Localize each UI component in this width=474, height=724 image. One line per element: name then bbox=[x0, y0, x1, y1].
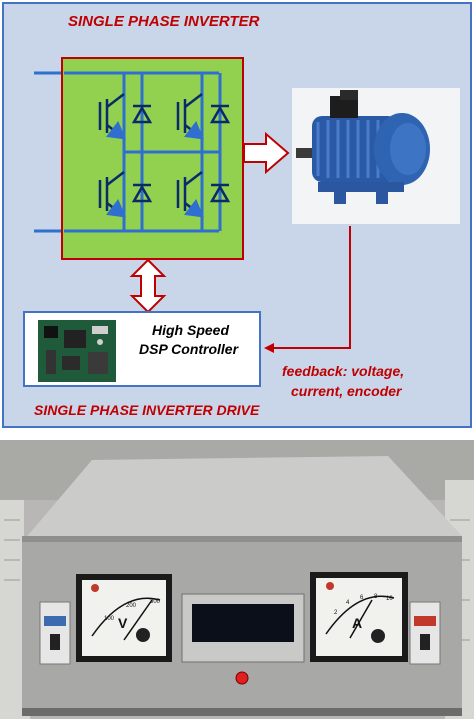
dsp-board-image bbox=[38, 320, 116, 382]
ammeter-tick-2: 2 bbox=[334, 610, 338, 616]
ammeter-tick-10: 10 bbox=[386, 596, 393, 602]
feedback-label-line1: feedback: voltage, bbox=[282, 363, 405, 379]
diagram-title: SINGLE PHASE INVERTER bbox=[68, 13, 260, 30]
ammeter bbox=[310, 572, 408, 662]
left-circuit-breaker bbox=[39, 601, 71, 665]
feedback-line bbox=[272, 226, 351, 349]
control-double-arrow bbox=[129, 258, 167, 314]
output-arrow-to-motor bbox=[243, 131, 290, 175]
diagram-bottom-title: SINGLE PHASE INVERTER DRIVE bbox=[34, 402, 260, 418]
inverter-diagram-panel: SINGLE PHASE INVERTER bbox=[2, 2, 472, 428]
inverter-block bbox=[61, 57, 244, 260]
voltmeter-tick-200: 200 bbox=[126, 603, 137, 609]
ammeter-unit: A bbox=[352, 615, 362, 631]
photo-svg: V 100 200 300 A 2 4 6 8 10 bbox=[0, 440, 474, 719]
voltmeter-tick-100: 100 bbox=[104, 616, 115, 622]
igbt-switch-bottom-left bbox=[98, 171, 126, 218]
inverter-drive-photo: V 100 200 300 A 2 4 6 8 10 bbox=[0, 440, 474, 719]
ammeter-tick-4: 4 bbox=[346, 600, 350, 606]
voltmeter bbox=[76, 574, 172, 662]
diode-top-left bbox=[131, 104, 153, 124]
igbt-switch-top-left bbox=[98, 93, 126, 140]
controller-label-line1: High Speed bbox=[152, 322, 230, 338]
diode-top-right bbox=[209, 104, 231, 124]
feedback-arrowhead bbox=[264, 343, 274, 353]
enclosure-top bbox=[24, 456, 462, 540]
feedback-label-line2: current, encoder bbox=[291, 383, 402, 399]
voltmeter-unit: V bbox=[118, 615, 128, 631]
igbt-switch-top-right bbox=[176, 93, 204, 140]
motor-image bbox=[296, 90, 430, 204]
igbt-switch-bottom-right bbox=[176, 171, 204, 218]
ammeter-tick-8: 8 bbox=[374, 594, 378, 600]
lcd-display bbox=[181, 593, 305, 663]
h-bridge-circuit bbox=[64, 71, 222, 233]
right-circuit-breaker bbox=[409, 601, 441, 665]
diagram-svg bbox=[23, 57, 460, 387]
ammeter-tick-6: 6 bbox=[360, 595, 364, 601]
diode-bottom-left bbox=[131, 183, 153, 203]
voltmeter-tick-300: 300 bbox=[150, 599, 161, 605]
red-push-button bbox=[235, 671, 249, 685]
controller-label-line2: DSP Controller bbox=[139, 341, 239, 357]
diode-bottom-right bbox=[209, 183, 231, 203]
